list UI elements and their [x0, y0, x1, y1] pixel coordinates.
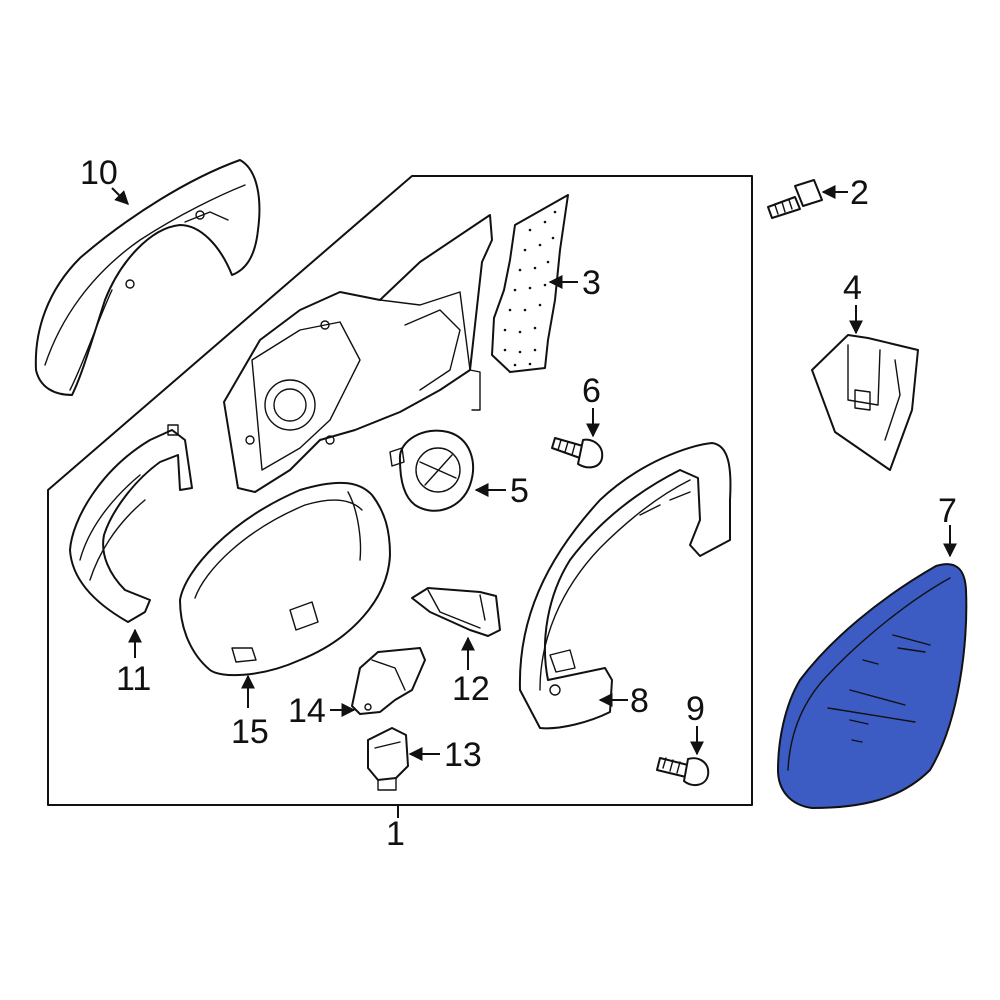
- gasket-texture: [503, 210, 557, 367]
- mirror-glass-highlighted[interactable]: [777, 563, 968, 809]
- retaining-clip[interactable]: [351, 647, 426, 715]
- turn-signal-lamp[interactable]: [69, 424, 193, 623]
- lower-housing-cover[interactable]: [179, 481, 391, 677]
- callout-10: 10: [80, 154, 118, 192]
- gasket-seal[interactable]: [491, 194, 569, 373]
- screw-part-6[interactable]: [551, 437, 604, 469]
- callout-14: 14: [288, 692, 326, 730]
- callout-1: 1: [386, 815, 405, 853]
- callout-6: 6: [582, 372, 601, 410]
- adjustment-motor[interactable]: [389, 429, 474, 512]
- callout-8: 8: [630, 682, 649, 720]
- screw-part-9[interactable]: [656, 757, 710, 787]
- callout-15: 15: [231, 713, 269, 751]
- assembly-frame: [47, 175, 753, 806]
- callout-12: 12: [452, 670, 490, 708]
- callout-7: 7: [938, 492, 957, 530]
- electrical-connector[interactable]: [367, 727, 409, 791]
- mirror-glass-frame[interactable]: [518, 442, 732, 730]
- mounting-bracket[interactable]: [811, 334, 919, 471]
- callout-5: 5: [510, 472, 529, 510]
- callout-11: 11: [116, 660, 151, 698]
- sensor-module[interactable]: [411, 587, 501, 637]
- callout-4: 4: [843, 269, 862, 307]
- callout-2: 2: [850, 174, 869, 212]
- callout-13: 13: [444, 736, 482, 774]
- bolt-part-2[interactable]: [767, 179, 823, 219]
- callout-10-leader: [111, 187, 129, 205]
- callout-3: 3: [582, 264, 601, 302]
- mirror-cover-cap[interactable]: [34, 159, 261, 396]
- callout-9: 9: [686, 690, 705, 728]
- mirror-base-housing[interactable]: [223, 214, 493, 493]
